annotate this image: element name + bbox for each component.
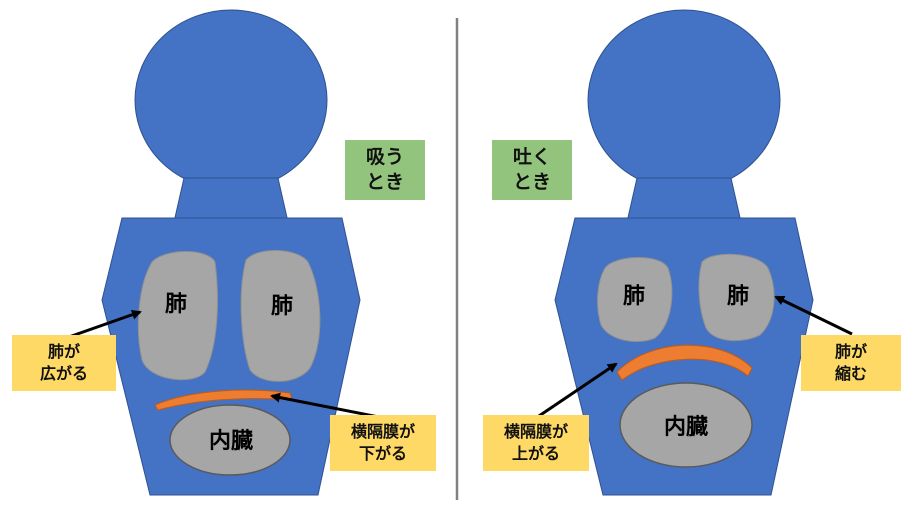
lung-right-label: 肺 [271, 294, 293, 319]
inhale-diaphragm-note: 横隔膜が 下がる [330, 415, 436, 471]
organs-label: 内臓 [664, 415, 708, 440]
lung-left-label: 肺 [165, 292, 187, 317]
lung-right-label: 肺 [727, 284, 749, 309]
inhale-state-box: 吸う とき [345, 140, 425, 200]
inhale-lung-note: 肺が 広がる [12, 335, 116, 391]
head [587, 9, 781, 191]
inhale-state-line-1: 吸う [365, 146, 404, 168]
lung-right [240, 249, 321, 382]
lung-arrow [774, 295, 853, 336]
neck [173, 177, 289, 223]
diaphragm [616, 344, 753, 381]
inhale-state-line-2: とき [365, 171, 404, 193]
exhale-state-box: 吐く とき [492, 140, 572, 200]
inhale-diaphragm-note-line-1: 横隔膜が [350, 422, 415, 441]
head [134, 9, 328, 191]
lung-left [137, 251, 218, 381]
organs-label: 内臓 [209, 429, 253, 454]
exhale-lung-note-line-2: 縮む [834, 364, 867, 383]
diaphragm-arrow [270, 392, 385, 420]
neck [626, 177, 742, 223]
internal-organs [169, 404, 291, 476]
lung-left-label: 肺 [623, 284, 645, 309]
inhale-figure: 肺 肺 内臓 [65, 9, 385, 496]
exhale-state-line-1: 吐く [512, 146, 551, 168]
exhale-figure: 肺 肺 内臓 [535, 9, 853, 496]
internal-organs [619, 382, 753, 468]
lung-arrow [65, 309, 142, 340]
exhale-lung-note: 肺が 縮む [801, 335, 901, 391]
inhale-lung-note-line-1: 肺が [47, 342, 80, 361]
exhale-state-line-2: とき [512, 171, 551, 193]
exhale-diaphragm-note-line-2: 上がる [511, 444, 560, 463]
lung-left [597, 257, 673, 343]
diaphragm-arrow [535, 362, 618, 420]
exhale-lung-note-line-1: 肺が [834, 342, 867, 361]
inhale-diaphragm-note-line-2: 下がる [358, 444, 407, 463]
inhale-lung-note-line-2: 広がる [39, 364, 88, 383]
lung-right [698, 253, 775, 342]
exhale-diaphragm-note: 横隔膜が 上がる [483, 415, 589, 471]
exhale-diaphragm-note-line-1: 横隔膜が [503, 422, 568, 441]
